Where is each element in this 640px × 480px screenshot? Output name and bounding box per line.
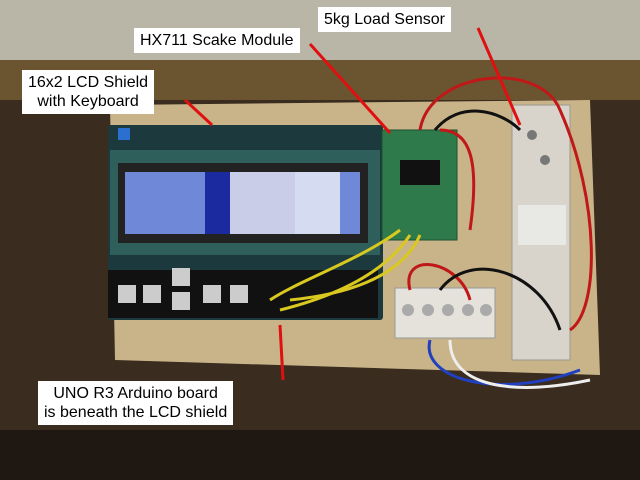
load-cell-hole [527,130,537,140]
label-uno-line2: is beneath the LCD shield [44,404,228,421]
contrast-potentiometer [118,128,130,140]
arrow-uno [278,324,285,381]
label-lcd-shield: 16x2 LCD Shield with Keyboard [22,70,155,114]
label-load-sensor: 5kg Load Sensor [318,7,451,32]
wires [269,76,593,389]
label-uno: UNO R3 Arduino board is beneath the LCD … [38,381,234,425]
terminal-screws [402,304,492,316]
label-uno-line1: UNO R3 Arduino board [53,385,218,402]
label-lcd-line1: 16x2 LCD Shield [28,74,149,91]
keypad-buttons [118,268,248,310]
strain-gauge-cover [518,205,566,245]
hx711-chip [400,160,440,185]
arrow-hx711 [308,42,392,135]
arrow-load-sensor [476,27,522,126]
lcd-glare [230,172,340,234]
label-hx711: HX711 Scake Module [134,28,300,53]
annotation-arrows [183,27,522,381]
table-edge [0,430,640,480]
label-lcd-line2: with Keyboard [37,93,139,110]
load-cell-hole [540,155,550,165]
arrow-lcd-shield [183,98,214,127]
